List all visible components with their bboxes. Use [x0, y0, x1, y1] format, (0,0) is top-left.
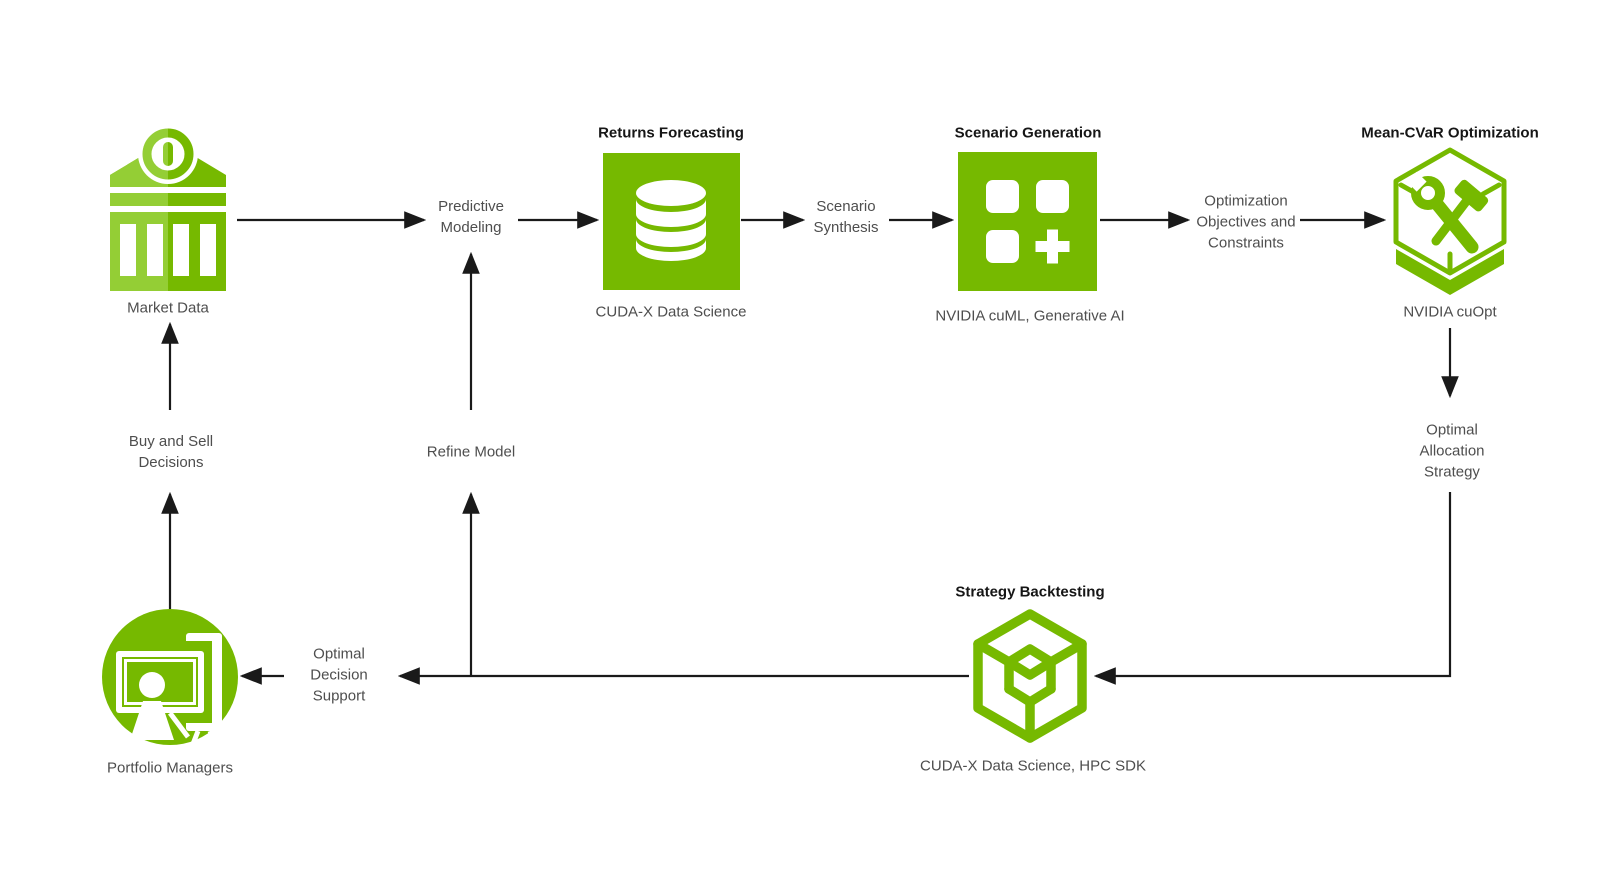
edge-label-optimal-allocation: Optimal Allocation Strategy — [1419, 421, 1485, 481]
person-head — [139, 672, 165, 698]
wrench-notch — [1406, 171, 1427, 192]
portfolio-managers-presenter-icon — [102, 609, 238, 745]
hammer-head — [1454, 179, 1489, 212]
panel-leg — [190, 730, 201, 745]
mean-cvar-tech-label: NVIDIA cuOpt — [1403, 303, 1497, 321]
edge-label-predictive-modeling: Predictive Modeling — [438, 198, 504, 236]
wrench-handle — [1430, 197, 1479, 254]
wrench-head — [1411, 176, 1445, 210]
edge-label-optimization-objectives: Optimization Objectives and Constraints — [1196, 192, 1296, 252]
returns-forecasting-title: Returns Forecasting — [598, 124, 744, 142]
returns-forecasting-database-icon — [603, 153, 740, 290]
edge-label-optimal-decision: Optimal Decision Support — [310, 645, 368, 705]
screen-stand — [168, 711, 190, 739]
edge-label-scenario-synthesis: Scenario Synthesis — [813, 198, 879, 236]
strategy-backtesting-title: Strategy Backtesting — [955, 583, 1105, 601]
cuopt-hexagon-tools-icon — [1393, 147, 1507, 295]
scenario-generation-tech-label: NVIDIA cuML, Generative AI — [935, 307, 1125, 325]
person-body — [130, 701, 174, 740]
scenario-generation-grid-plus-icon — [958, 152, 1097, 291]
strategy-backtesting-tech-label: CUDA-X Data Science, HPC SDK — [920, 757, 1146, 775]
strategy-backtesting-cube-icon — [973, 609, 1087, 743]
edge-label-buy-sell: Buy and Sell Decisions — [128, 433, 214, 471]
market-data-label: Market Data — [127, 299, 209, 317]
returns-forecasting-tech-label: CUDA-X Data Science — [595, 303, 747, 321]
panel-leg — [207, 730, 218, 745]
edge-label-refine-model: Refine Model — [426, 443, 516, 461]
mean-cvar-title: Mean-CVaR Optimization — [1361, 124, 1539, 142]
arrow-allocation-to-backtesting — [1093, 492, 1452, 685]
chevron-base — [1396, 249, 1504, 295]
portfolio-managers-label: Portfolio Managers — [107, 759, 233, 777]
scenario-generation-title: Scenario Generation — [954, 124, 1102, 142]
market-data-bank-icon — [109, 127, 227, 291]
